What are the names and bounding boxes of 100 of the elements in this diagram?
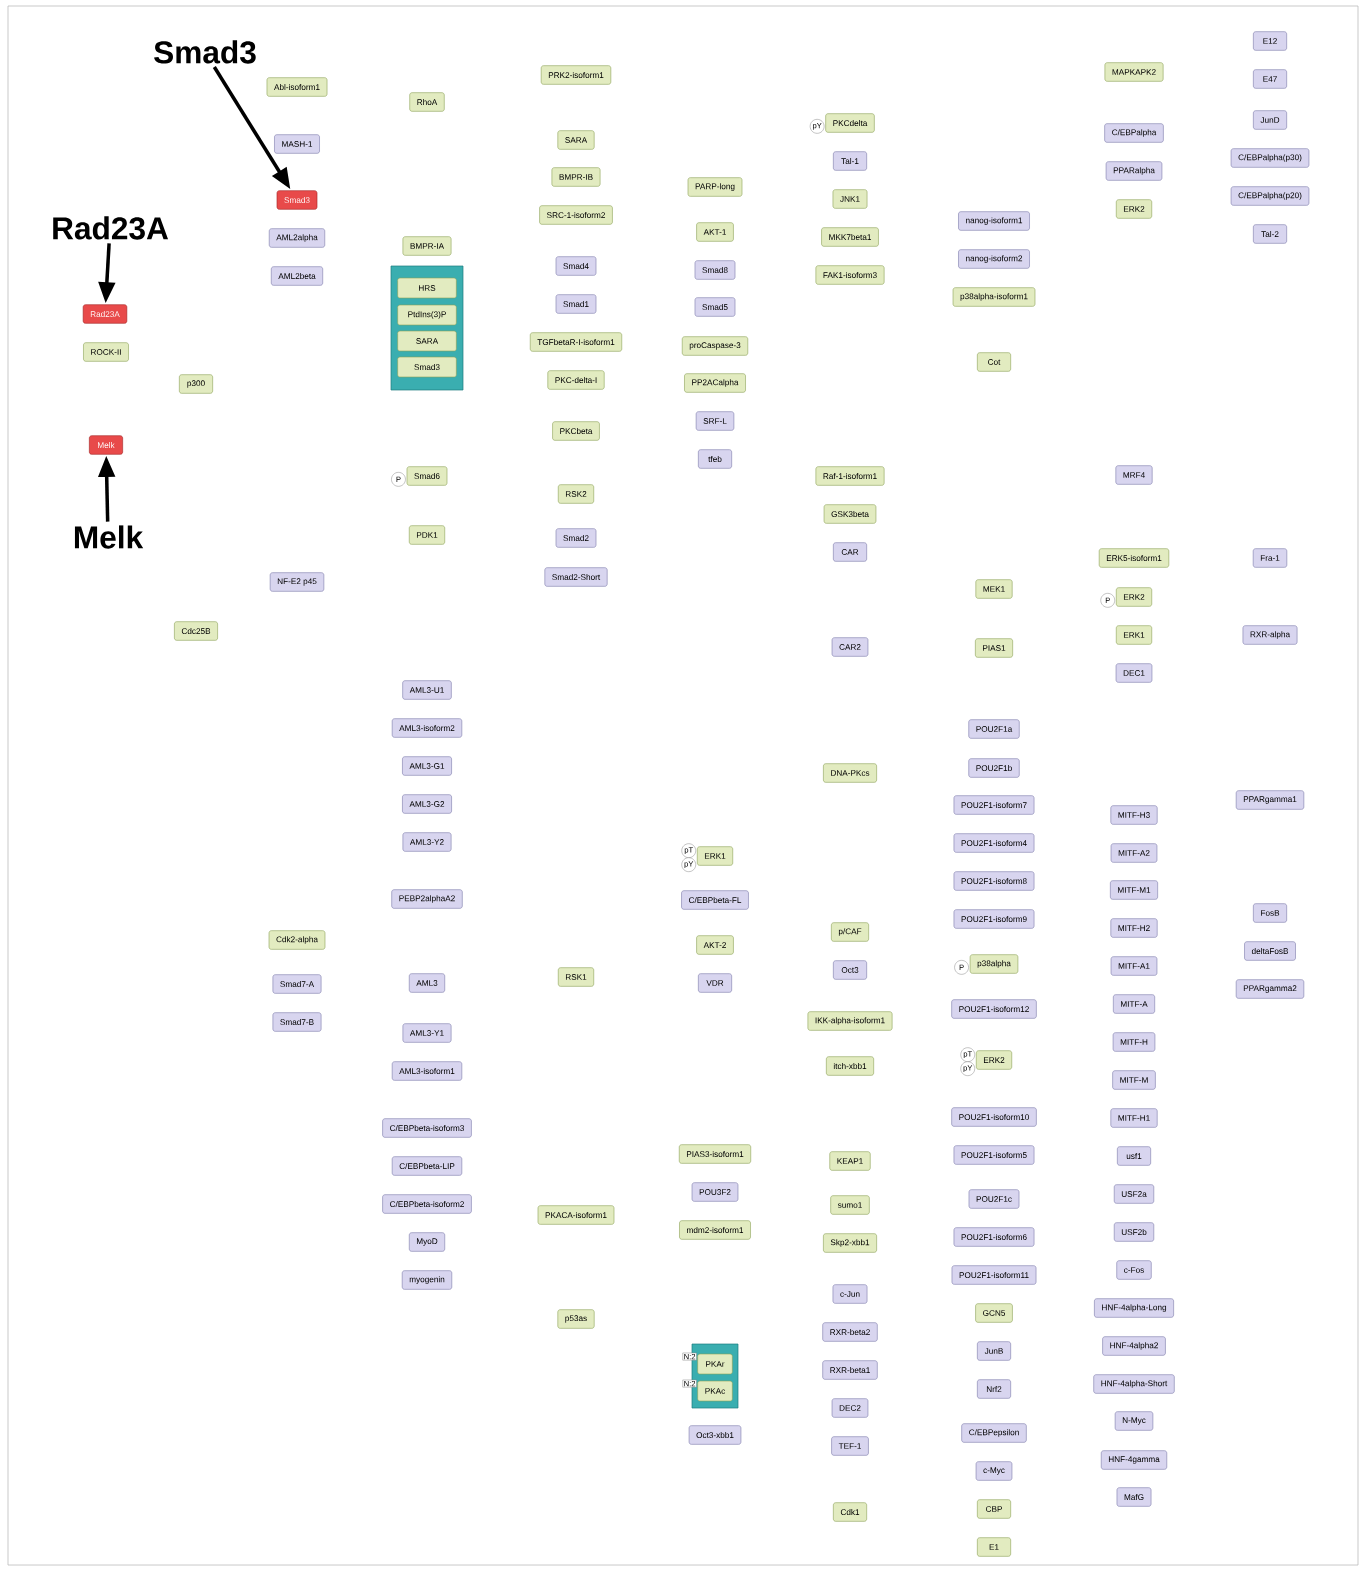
protein-box: JNK1 [832, 189, 868, 209]
gene-box: Smad7-A [272, 974, 322, 994]
gene-box: C/EBPbeta-LIP [391, 1156, 463, 1176]
protein-box: MEK1 [975, 579, 1013, 599]
gene-box: POU3F2 [691, 1182, 739, 1202]
gene-box: c-Jun [832, 1284, 868, 1304]
gene-box: MITF-H2 [1110, 918, 1158, 938]
gene-box: DEC1 [1115, 663, 1153, 683]
gene-box: TEF-1 [831, 1436, 869, 1456]
gene-box: HNF-4gamma [1100, 1450, 1168, 1470]
protein-box: HRS [397, 277, 457, 299]
gene-box: E47 [1253, 69, 1287, 89]
protein-box: p53as [557, 1309, 595, 1329]
protein-box: SARA [397, 330, 457, 352]
gene-box: POU2F1-isoform10 [951, 1107, 1037, 1127]
protein-box: Smad6 [406, 466, 448, 486]
gene-box: POU2F1-isoform9 [953, 909, 1035, 929]
gene-box: POU2F1-isoform12 [951, 999, 1037, 1019]
gene-box: Smad5 [694, 297, 736, 317]
protein-box: PARP-long [687, 177, 743, 197]
gene-box: nanog-isoform1 [958, 211, 1030, 231]
gene-box: HNF-4alpha2 [1102, 1336, 1166, 1356]
gene-box: POU2F1-isoform5 [953, 1145, 1035, 1165]
gene-box: deltaFosB [1244, 941, 1296, 961]
protein-box: PIAS1 [975, 638, 1013, 658]
protein-box: BMPR-IA [402, 236, 452, 256]
protein-box: ERK1 [696, 846, 734, 866]
gene-box: C/EBPbeta-FL [681, 890, 749, 910]
gene-box: MRF4 [1115, 465, 1153, 485]
gene-box: NF-E2 p45 [269, 572, 325, 592]
highlighted-box: Melk [89, 435, 123, 455]
gene-box: USF2b [1113, 1222, 1155, 1242]
highlighted-box: Rad23A [82, 304, 128, 324]
protein-box: Cdc25B [174, 621, 218, 641]
gene-box: MyoD [408, 1232, 446, 1252]
gene-box: POU2F1c [968, 1189, 1020, 1209]
gene-box: AML3 [408, 973, 446, 993]
gene-box: POU2F1-isoform8 [953, 871, 1035, 891]
gene-box: AML3-G2 [402, 794, 452, 814]
gene-box: USF2a [1113, 1184, 1155, 1204]
gene-box: RXR-beta1 [822, 1360, 878, 1380]
gene-box: Smad1 [555, 294, 597, 314]
gene-box: Smad7-B [272, 1012, 322, 1032]
gene-box: Oct3 [833, 960, 867, 980]
protein-box: PKCbeta [552, 421, 600, 441]
protein-box: PKAr [697, 1353, 733, 1375]
protein-box: proCaspase-3 [681, 336, 749, 356]
protein-box: Cdk1 [833, 1502, 867, 1522]
gene-box: AML3-Y2 [402, 832, 452, 852]
gene-box: RXR-alpha [1242, 625, 1298, 645]
gene-box: MITF-H3 [1110, 805, 1158, 825]
gene-box: MASH-1 [274, 134, 320, 154]
gene-box: MITF-H [1112, 1032, 1156, 1052]
gene-box: POU2F1-isoform6 [953, 1227, 1035, 1247]
protein-box: Smad3 [397, 356, 457, 378]
protein-box: SRC-1-isoform2 [539, 205, 613, 225]
gene-box: C/EBPalpha(p30) [1230, 148, 1310, 168]
protein-box: RSK2 [557, 484, 595, 504]
gene-box: Tal-1 [833, 151, 867, 171]
protein-box: IKK-alpha-isoform1 [807, 1011, 893, 1031]
protein-box: RhoA [409, 92, 445, 112]
protein-box: MAPKAPK2 [1104, 62, 1164, 82]
gene-box: AML2alpha [268, 228, 326, 248]
gene-box: MITF-M [1112, 1070, 1156, 1090]
highlighted-box: Smad3 [276, 190, 318, 210]
protein-box: Raf-1-isoform1 [815, 466, 885, 486]
protein-box: SARA [557, 130, 595, 150]
protein-box: PDK1 [408, 525, 446, 545]
gene-box: C/EBPalpha [1104, 123, 1164, 143]
gene-box: POU2F1-isoform4 [953, 833, 1035, 853]
gene-box: tfeb [698, 449, 732, 469]
gene-box: POU2F1-isoform11 [951, 1265, 1037, 1285]
gene-box: PPARgamma1 [1235, 790, 1305, 810]
gene-box: POU2F1b [968, 758, 1020, 778]
gene-box: MafG [1116, 1487, 1152, 1507]
protein-box: TGFbetaR-I-isoform1 [529, 332, 623, 352]
annotation-label: Melk [74, 525, 144, 549]
gene-box: C/EBPalpha(p20) [1230, 186, 1310, 206]
gene-box: MITF-A1 [1110, 956, 1158, 976]
protein-box: BMPR-IB [551, 167, 601, 187]
gene-box: JunB [977, 1341, 1011, 1361]
annotation-label: Smad3 [154, 40, 256, 64]
protein-box: FAK1-isoform3 [815, 265, 885, 285]
protein-box: GSK3beta [823, 504, 877, 524]
protein-box: ERK2 [975, 1050, 1013, 1070]
gene-box: CAR [833, 542, 867, 562]
gene-box: Smad2 [555, 528, 597, 548]
gene-box: c-Fos [1116, 1260, 1152, 1280]
protein-box: RSK1 [557, 967, 595, 987]
gene-box: AML3-isoform1 [391, 1061, 463, 1081]
protein-box: GCN5 [975, 1303, 1013, 1323]
gene-box: SRF-L [695, 411, 735, 431]
protein-box: PRK2-isoform1 [540, 65, 612, 85]
protein-box: Cot [977, 352, 1011, 372]
protein-box: p38alpha-isoform1 [952, 287, 1036, 307]
gene-box: HNF-4alpha-Short [1093, 1374, 1175, 1394]
gene-box: POU2F1a [968, 719, 1020, 739]
gene-box: PEBP2alphaA2 [391, 889, 463, 909]
protein-box: sumo1 [830, 1195, 870, 1215]
annotation-label: Rad23A [53, 216, 169, 240]
